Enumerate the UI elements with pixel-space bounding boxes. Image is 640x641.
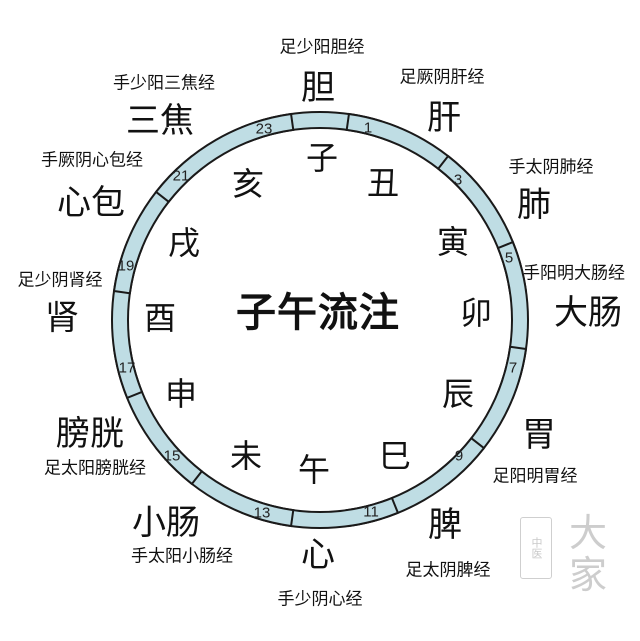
earthly-branch-label: 巳 <box>378 437 412 475</box>
organ-label: 心包 <box>57 183 125 223</box>
organ-label: 三焦 <box>126 101 194 141</box>
organ-label: 胃 <box>522 415 556 455</box>
meridian-label: 手少阴心经 <box>277 589 363 610</box>
organ-label: 肝 <box>427 98 461 138</box>
organ-label: 胆 <box>301 68 335 108</box>
hour-label: 17 <box>118 359 136 377</box>
meridian-label: 足厥阴肝经 <box>399 67 485 88</box>
meridian-label: 足阳明胃经 <box>492 466 578 487</box>
earthly-branch-label: 未 <box>229 437 263 475</box>
earthly-branch-label: 戌 <box>167 224 201 262</box>
watermark-large-text: 大家 <box>568 511 607 597</box>
hour-label: 1 <box>363 119 373 137</box>
meridian-label: 足太阴脾经 <box>405 560 491 581</box>
earthly-branch-label: 酉 <box>143 299 177 337</box>
clock-arc-segment <box>154 112 295 204</box>
meridian-label: 足少阴肾经 <box>17 270 103 291</box>
meridian-label: 手少阳三焦经 <box>113 73 215 94</box>
organ-label: 小肠 <box>132 503 200 543</box>
organ-label: 脾 <box>428 505 462 545</box>
hour-label: 3 <box>453 171 463 189</box>
hour-label: 5 <box>504 249 514 267</box>
earthly-branch-label: 子 <box>305 139 339 177</box>
earthly-branch-label: 申 <box>164 375 198 413</box>
hour-label: 7 <box>508 359 518 377</box>
hour-label: 15 <box>163 447 181 465</box>
hour-label: 21 <box>172 167 190 185</box>
hour-label: 13 <box>253 504 271 522</box>
earthly-branch-label: 亥 <box>231 165 265 203</box>
earthly-branch-label: 辰 <box>441 375 475 413</box>
organ-label: 肺 <box>517 185 551 225</box>
diagram-title: 子午流注 <box>236 290 400 336</box>
organ-label: 膀胱 <box>56 414 124 454</box>
earthly-branch-label: 丑 <box>366 164 400 202</box>
organ-label: 大肠 <box>554 293 622 333</box>
hour-label: 9 <box>454 447 464 465</box>
hour-label: 23 <box>255 120 273 138</box>
watermark-small-text: 中医 <box>520 517 552 579</box>
meridian-label: 足少阳胆经 <box>279 37 365 58</box>
meridian-label: 手厥阴心包经 <box>41 150 143 171</box>
hour-label: 19 <box>117 257 135 275</box>
meridian-label: 足太阳膀胱经 <box>44 458 146 479</box>
earthly-branch-label: 卯 <box>459 294 493 332</box>
earthly-branch-label: 寅 <box>436 223 470 261</box>
meridian-label: 手阳明大肠经 <box>523 263 625 284</box>
meridian-label: 手太阳小肠经 <box>131 546 233 567</box>
earthly-branch-label: 午 <box>297 451 331 489</box>
meridian-label: 手太阴肺经 <box>508 157 594 178</box>
organ-label: 肾 <box>45 298 79 338</box>
organ-label: 心 <box>301 535 335 575</box>
hour-label: 11 <box>363 503 379 521</box>
